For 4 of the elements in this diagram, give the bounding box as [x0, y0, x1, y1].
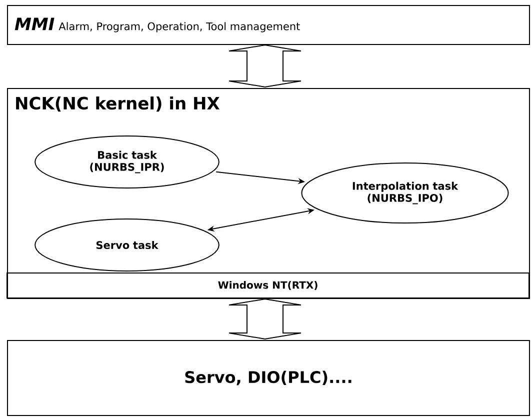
double-arrow: [228, 44, 302, 88]
os-band: Windows NT(RTX): [6, 272, 530, 298]
layer-box: MMI Alarm, Program, Operation, Tool management: [7, 5, 530, 45]
layer-box: Servo, DIO(PLC)....: [7, 340, 530, 416]
